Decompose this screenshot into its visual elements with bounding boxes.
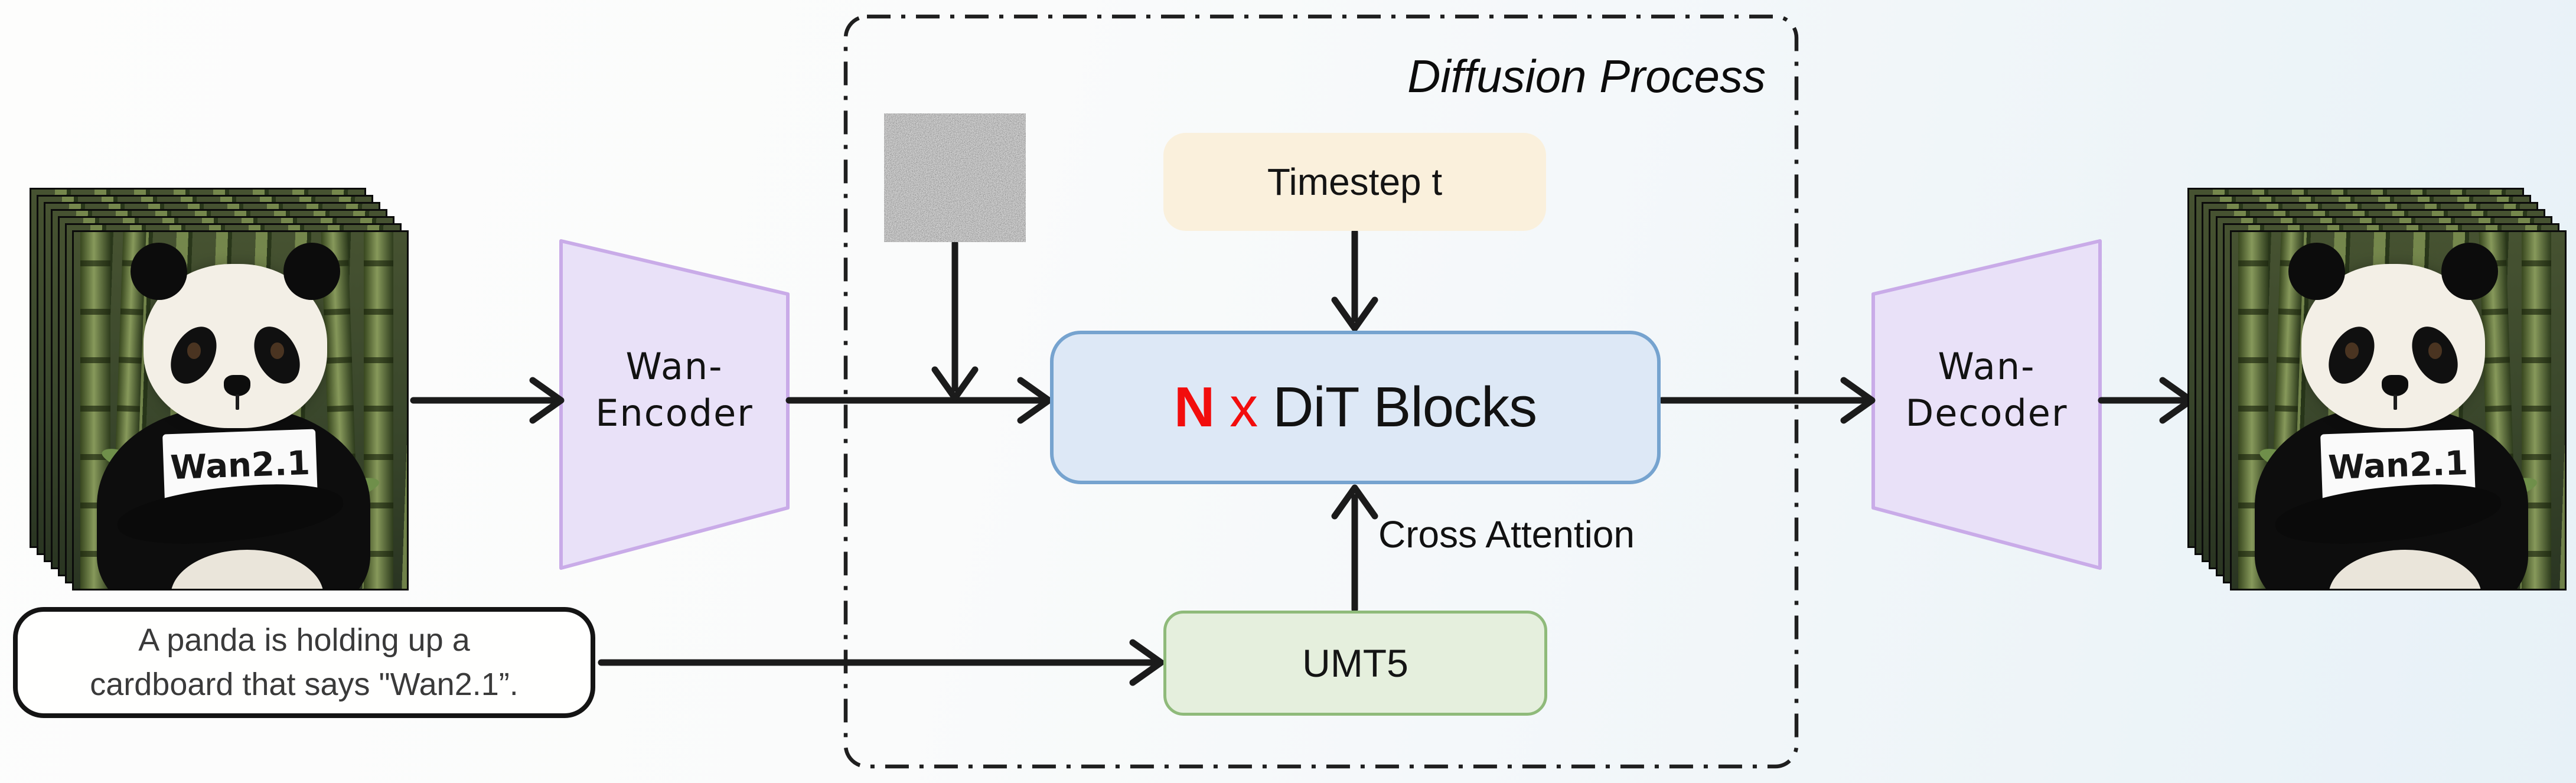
arrow-video-to-encoder <box>410 377 565 424</box>
dit-count: N <box>1173 376 1215 439</box>
timestep-box: Timestep t <box>1163 133 1546 231</box>
dit-multiplier: x <box>1230 376 1258 439</box>
dit-blocks-box: N x DiT Blocks <box>1050 331 1661 484</box>
dit-label: DiT Blocks <box>1273 376 1537 439</box>
arrow-noise-to-flow <box>931 240 979 402</box>
diffusion-process-title: Diffusion Process <box>1407 50 1766 102</box>
arrow-decoder-to-video <box>2098 377 2195 424</box>
input-video-stack: Wan2.1 <box>30 188 415 596</box>
arrow-timestep-to-dit <box>1331 229 1378 332</box>
arrow-encoder-to-dit <box>785 377 1052 424</box>
arrow-umt5-to-dit <box>1331 484 1378 613</box>
cross-attention-label: Cross Attention <box>1378 513 1635 556</box>
wan-encoder-label: Wan- Encoder <box>595 344 754 435</box>
panda-ear <box>283 243 341 300</box>
video-frame-front: Wan2.1 <box>2230 230 2567 590</box>
arrow-dit-to-decoder <box>1658 377 1876 424</box>
diffusion-process-dashed-border <box>843 14 1799 769</box>
panda-scene: Wan2.1 <box>74 232 407 589</box>
video-frame-front: Wan2.1 <box>72 230 409 590</box>
panda-ear <box>130 243 187 300</box>
prompt-line-1: A panda is holding up a <box>138 622 470 658</box>
panda-ear <box>2441 243 2499 300</box>
prompt-line-2: cardboard that says "Wan2.1”. <box>90 667 519 702</box>
wan-decoder-trapezoid <box>1871 239 2102 570</box>
arrow-prompt-to-umt5 <box>598 639 1165 686</box>
panda-ear <box>2288 243 2345 300</box>
text-prompt-box: A panda is holding up a cardboard that s… <box>13 607 595 718</box>
umt5-box: UMT5 <box>1163 611 1547 716</box>
output-video-stack: Wan2.1 <box>2187 188 2572 596</box>
panda-scene: Wan2.1 <box>2232 232 2565 589</box>
wan-encoder-trapezoid <box>559 239 790 570</box>
wan-decoder-label: Wan- Decoder <box>1905 344 2068 435</box>
noise-image <box>884 113 1026 242</box>
